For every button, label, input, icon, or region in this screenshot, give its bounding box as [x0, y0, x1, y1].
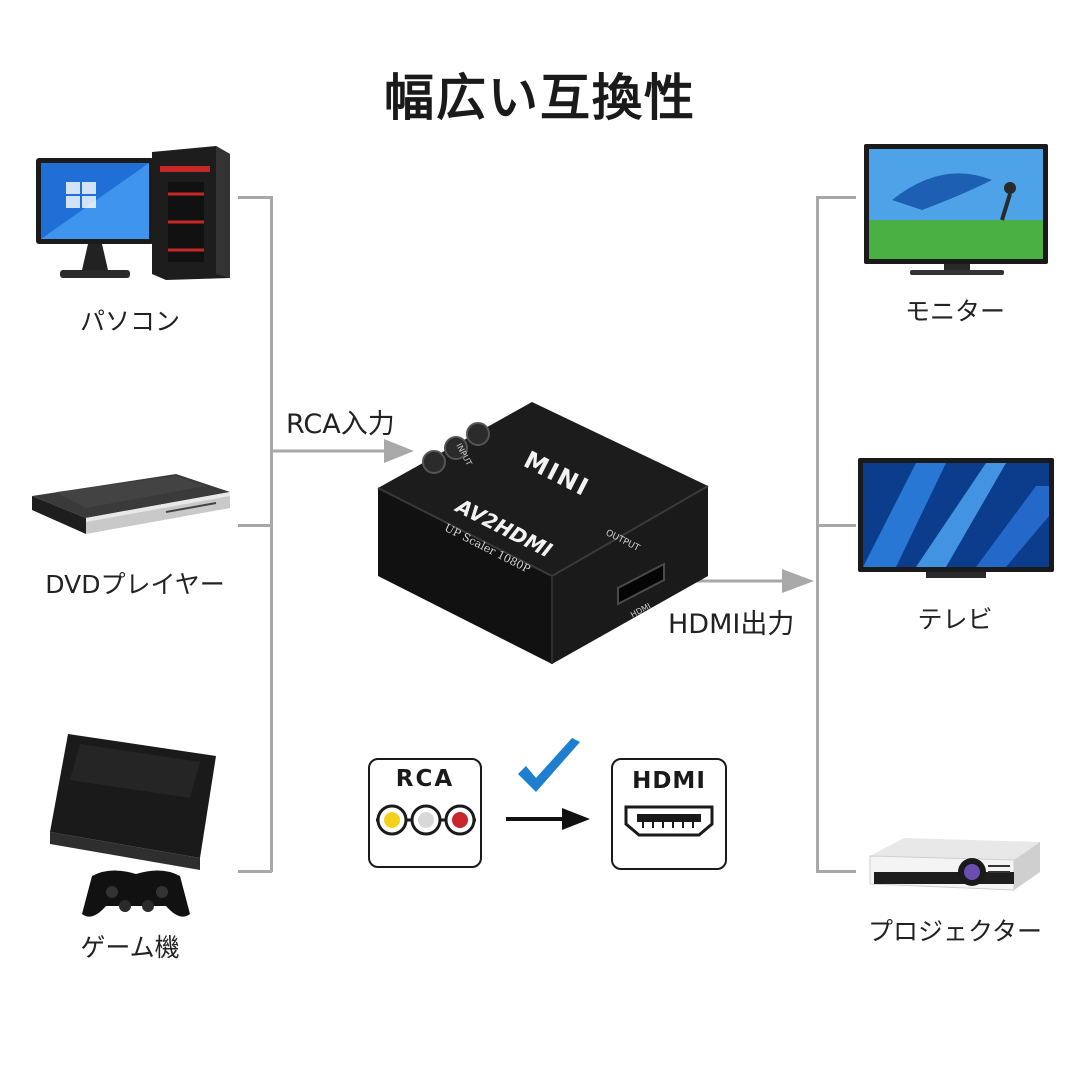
check-icon: [518, 738, 580, 792]
conversion-arrow: [506, 808, 590, 830]
dvd-player-label: DVDプレイヤー: [45, 570, 225, 599]
game-console-label: ゲーム機: [80, 933, 180, 962]
rca-jacks-icon: [376, 804, 476, 836]
game-console-icon: [50, 734, 216, 917]
left-bracket-top: [238, 196, 272, 199]
right-bracket-vertical: [816, 196, 819, 872]
hdmi-output-label: HDMI出力: [668, 609, 795, 640]
hdmi-badge: HDMI: [611, 758, 727, 870]
left-bracket-bottom: [238, 870, 272, 873]
converter-device: MINI AV2HDMI UP Scaler 1080P INPUT OUTPU…: [372, 396, 712, 686]
converter-body: [377, 402, 709, 664]
monitor-icon: [864, 144, 1048, 275]
hdmi-port-icon: [624, 805, 714, 837]
right-bracket-middle: [816, 524, 856, 527]
right-bracket-bottom: [816, 870, 856, 873]
tv-label: テレビ: [917, 605, 993, 634]
right-bracket-top: [816, 196, 856, 199]
hdmi-output-arrow: [690, 569, 814, 593]
pc-icon: [36, 146, 230, 280]
dvd-player-icon: [32, 474, 230, 534]
page-title: 幅広い互換性: [384, 69, 696, 127]
left-bracket-middle: [238, 524, 272, 527]
monitor-label: モニター: [904, 297, 1005, 326]
left-bracket-vertical: [270, 196, 273, 872]
rca-badge: RCA: [368, 758, 482, 868]
projector-label: プロジェクター: [867, 917, 1042, 946]
projector-icon: [869, 838, 1040, 891]
hdmi-badge-label: HDMI: [632, 768, 706, 794]
rca-input-arrow: [272, 439, 414, 463]
rca-badge-label: RCA: [395, 766, 455, 792]
rca-input-label: RCA入力: [286, 409, 395, 440]
pc-label: パソコン: [79, 307, 180, 336]
tv-icon: [858, 458, 1054, 578]
